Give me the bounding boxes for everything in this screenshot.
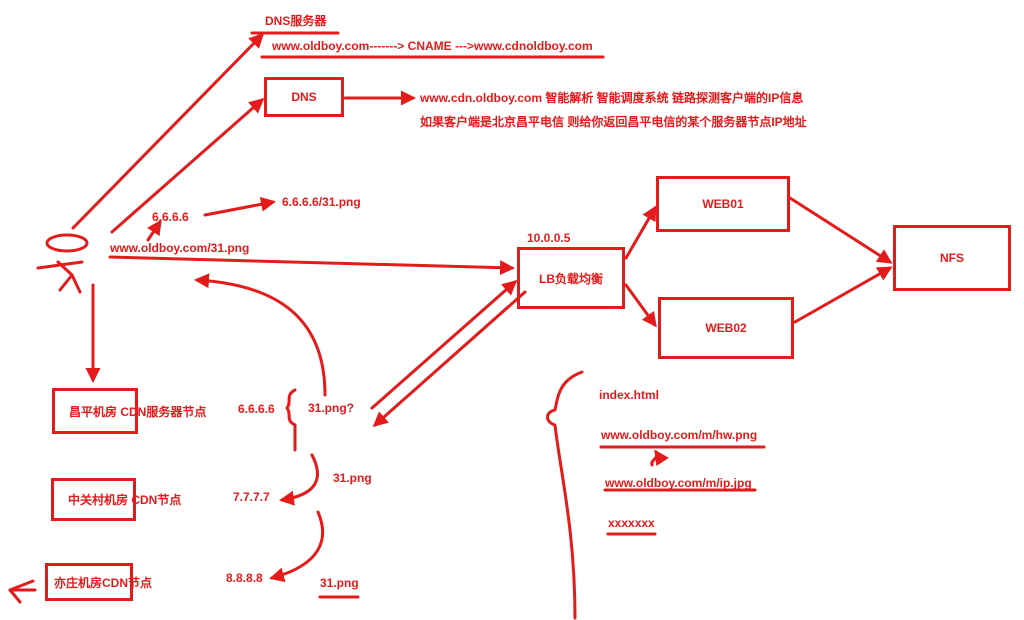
arrow-client-to-dns: [110, 98, 265, 234]
web02-box-label: WEB02: [705, 321, 747, 335]
cdn-ip-1: 6.6.6.6: [238, 402, 275, 416]
dns-server-title: DNS服务器: [265, 14, 327, 28]
ip-6666-png: 6.6.6.6/31.png: [282, 195, 361, 209]
hw-png-url: www.oldboy.com/m/hw.png: [601, 428, 758, 442]
png-3: 31.png: [320, 576, 359, 590]
client-figure: [36, 233, 89, 294]
web01-box-label: WEB01: [702, 197, 744, 211]
index-html: index.html: [599, 388, 660, 402]
dns-smart-line-2: 如果客户端是北京昌平电信 则给你返回昌平电信的某个服务器节点IP地址: [420, 115, 807, 129]
arrow-client-to-lb: [108, 255, 515, 276]
small-squiggle-arrow: [650, 449, 669, 467]
yizhuang-cdn-label: 亦庄机房CDN节点: [54, 575, 152, 590]
big-brace: [546, 370, 584, 620]
nfs-box: NFS: [893, 225, 1011, 291]
arrow-web02-to-nfs: [793, 266, 893, 324]
curve-to-7777: [279, 453, 319, 506]
cname-chain-text: www.oldboy.com-------> CNAME --->www.cdn…: [272, 39, 593, 53]
web02-box: WEB02: [658, 297, 794, 359]
dns-box: DNS: [264, 77, 344, 117]
arrow-lb-to-cdn: [372, 290, 527, 427]
dns-box-label: DNS: [291, 90, 317, 104]
lb-ip: 10.0.0.5: [527, 231, 571, 245]
png-question: 31.png?: [308, 401, 355, 415]
changping-cdn-box: 昌平机房 CDN服务器节点: [52, 388, 206, 434]
ip-jpg-url: www.oldboy.com/m/ip.jpg: [605, 476, 752, 490]
cdn-ip-2: 7.7.7.7: [233, 490, 270, 504]
lb-box: LB负载均衡: [517, 247, 625, 309]
yizhuang-cdn-box: 亦庄机房CDN节点: [45, 563, 152, 601]
dns-smart-line-1: www.cdn.oldboy.com 智能解析 智能调度系统 链路探测客户端的I…: [420, 91, 804, 105]
lb-box-label: LB负载均衡: [539, 271, 603, 286]
png-2: 31.png: [333, 471, 372, 485]
cdn-ip-3: 8.8.8.8: [226, 571, 263, 585]
web01-box: WEB01: [656, 176, 790, 232]
curve-to-8888: [269, 510, 325, 583]
arrow-client-to-dns-server: [71, 32, 265, 230]
changping-cdn-label: 昌平机房 CDN服务器节点: [69, 404, 207, 419]
arrow-web01-to-nfs: [788, 196, 893, 264]
nfs-box-label: NFS: [940, 251, 964, 265]
client-url: www.oldboy.com/31.png: [110, 241, 250, 255]
zhongguancun-cdn-label: 中关村机房 CDN节点: [68, 493, 182, 507]
arrow-ip-to-png: [203, 196, 276, 217]
arrow-cdn-to-lb: [370, 280, 518, 410]
brace-cdn: [285, 388, 297, 427]
ip-6666-top: 6.6.6.6: [152, 210, 189, 224]
arrow-lb-to-web02: [624, 283, 657, 328]
arrow-up-ip: [146, 219, 162, 242]
arrow-return-curve: [194, 273, 327, 397]
arrow-lb-to-web01: [624, 205, 657, 260]
xxx-text: xxxxxxx: [608, 516, 655, 530]
zhongguancun-cdn-box: 中关村机房 CDN节点: [51, 478, 181, 521]
